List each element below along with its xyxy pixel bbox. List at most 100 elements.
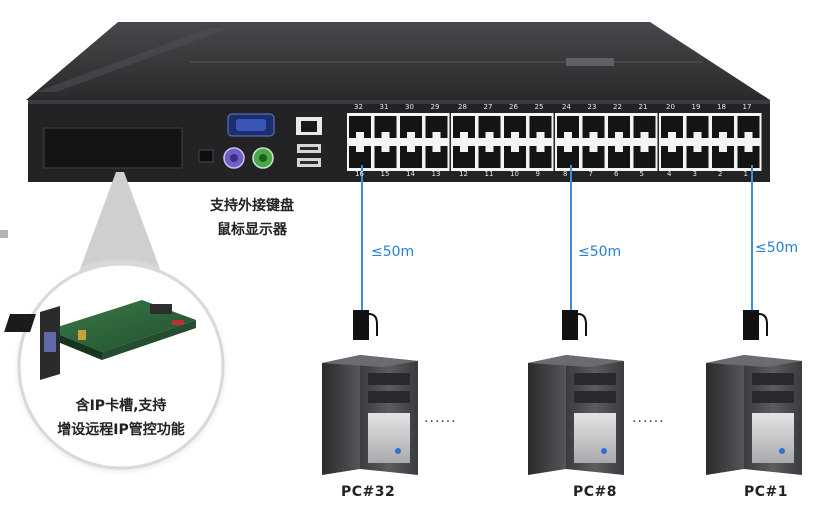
tower-front-panel-PC#1 xyxy=(752,413,794,463)
rj45-port-notch xyxy=(536,146,545,152)
ip-card-callout xyxy=(4,172,231,478)
tower-top-PC#32 xyxy=(322,355,418,367)
rj45-port-notch xyxy=(744,132,753,138)
rj45-port xyxy=(608,146,630,168)
rj45-port xyxy=(425,116,448,138)
rj45-port-notch xyxy=(432,146,441,152)
rj45-port-notch xyxy=(693,146,702,152)
rj45-port-notch xyxy=(615,146,623,152)
pc-label-1: PC#1 xyxy=(744,484,789,500)
rj45-port xyxy=(557,146,579,168)
pcb-chip xyxy=(4,314,36,332)
usb-port-1-tongue xyxy=(300,147,318,150)
rj45-port xyxy=(582,116,605,138)
rj45-port-notch xyxy=(668,132,676,138)
port-number-top: 25 xyxy=(534,103,544,111)
tower-side-PC#8 xyxy=(528,355,566,475)
rj45-port-bank xyxy=(347,113,762,171)
rj45-port xyxy=(712,116,734,138)
rj45-port-notch xyxy=(511,132,519,138)
adapter-PC#8 xyxy=(562,310,578,340)
rj45-port-notch xyxy=(589,146,598,152)
port-number-top: 28 xyxy=(458,103,467,111)
port-number-bottom: 3 xyxy=(692,170,697,178)
rj45-port xyxy=(582,146,605,168)
port-number-top: 29 xyxy=(430,103,440,111)
rj45-port xyxy=(400,116,422,138)
rj45-port xyxy=(686,116,709,138)
chassis-front-edge xyxy=(28,100,770,104)
distance-label-pc32: ≤50m xyxy=(371,244,415,260)
rj45-port xyxy=(504,146,526,168)
adapter-lead-PC#8 xyxy=(577,313,587,336)
console-note-line-2: 鼠标显示器 xyxy=(217,222,287,238)
drive-bay-2-PC#1 xyxy=(752,391,794,403)
rj45-port-notch xyxy=(485,146,494,152)
port-number-top: 26 xyxy=(509,103,518,111)
rj45-port-notch xyxy=(381,146,390,152)
port-number-bottom: 2 xyxy=(718,170,723,178)
drive-bay-1-PC#32 xyxy=(368,373,410,385)
rj45-port xyxy=(633,146,656,168)
port-number-top: 21 xyxy=(638,103,648,111)
rj45-port xyxy=(349,116,371,138)
rj45-port-notch xyxy=(564,146,572,152)
port-number-top: 18 xyxy=(717,103,726,111)
chassis-top xyxy=(26,22,770,100)
rj45-port xyxy=(453,146,475,168)
rj45-port-notch xyxy=(693,132,702,138)
rj45-port xyxy=(686,146,709,168)
tower-side-PC#1 xyxy=(706,355,744,475)
pcb-component xyxy=(78,330,86,340)
rj45-port-notch xyxy=(719,132,727,138)
ellipsis-right: ...... xyxy=(632,410,665,426)
rj45-port-notch xyxy=(536,132,545,138)
pcb-edge-right xyxy=(102,320,196,360)
power-button-PC#1 xyxy=(779,448,785,454)
rj45-port xyxy=(374,116,397,138)
port-number-top: 27 xyxy=(483,103,493,111)
rj45-port xyxy=(737,116,760,138)
drive-bay-1-PC#8 xyxy=(574,373,616,385)
rj45-port-notch xyxy=(564,132,572,138)
ps2-mouse-pin xyxy=(259,154,267,162)
port-number-bottom: 12 xyxy=(459,170,468,178)
adapter-lead-PC#1 xyxy=(758,313,768,336)
tower-top-PC#1 xyxy=(706,355,802,367)
port-number-bottom: 1 xyxy=(743,170,748,178)
rj45-port-notch xyxy=(589,132,598,138)
port-number-top: 20 xyxy=(666,103,675,111)
pcb-edge xyxy=(48,330,102,360)
callout-pointer xyxy=(76,172,164,280)
power-button-PC#32 xyxy=(395,448,401,454)
port-number-bottom: 14 xyxy=(406,170,415,178)
rj45-port xyxy=(557,116,579,138)
rj45-port xyxy=(349,146,371,168)
port-number-bottom: 4 xyxy=(667,170,672,178)
port-number-bottom: 10 xyxy=(510,170,519,178)
rj45-port-notch xyxy=(407,132,415,138)
rj45-port xyxy=(712,146,734,168)
tower-side-PC#32 xyxy=(322,355,360,475)
rj45-port xyxy=(504,116,526,138)
drive-bay-2-PC#8 xyxy=(574,391,616,403)
rj45-port-notch xyxy=(668,146,676,152)
port-number-bottom: 9 xyxy=(535,170,540,178)
edge-marker xyxy=(0,230,8,238)
port-number-top: 19 xyxy=(691,103,701,111)
port-number-bottom: 5 xyxy=(639,170,644,178)
rj45-port-notch xyxy=(719,146,727,152)
rj45-port-notch xyxy=(460,146,468,152)
rj45-port xyxy=(374,146,397,168)
ip-card-board xyxy=(4,300,196,380)
ip-card-note-line-2: 增设远程IP管控功能 xyxy=(57,422,185,438)
pc-connections xyxy=(322,165,802,475)
rj45-port xyxy=(425,146,448,168)
rj45-port xyxy=(453,116,475,138)
power-button-PC#8 xyxy=(601,448,607,454)
port-number-bottom: 8 xyxy=(563,170,568,178)
rj45-port xyxy=(737,146,760,168)
tower-top-PC#8 xyxy=(528,355,624,367)
tower-front-panel-PC#32 xyxy=(368,413,410,463)
